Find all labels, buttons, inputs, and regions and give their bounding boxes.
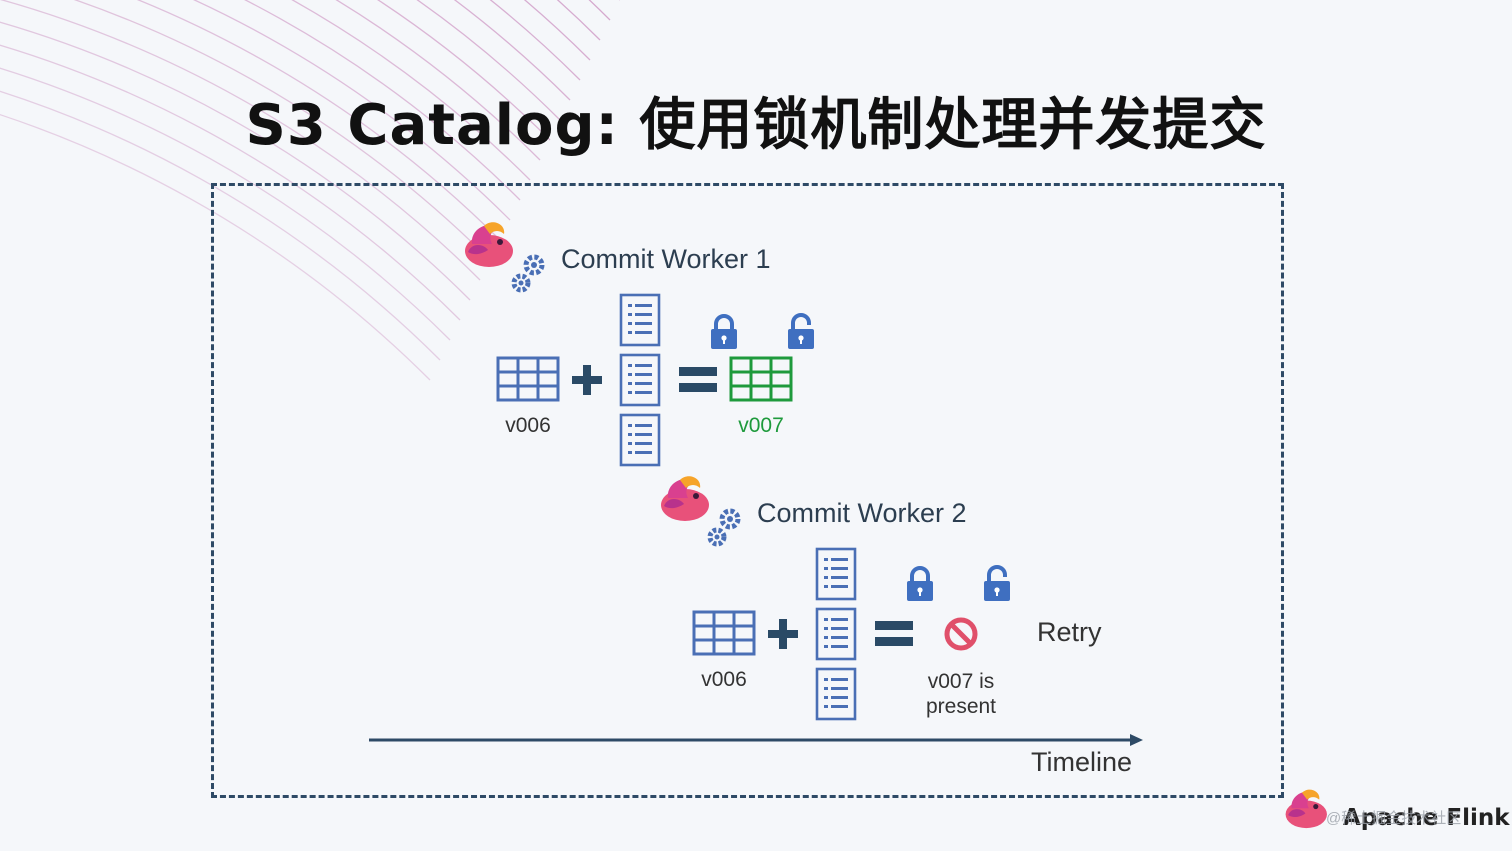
table-icon	[692, 610, 756, 656]
retry-label: Retry	[1037, 617, 1102, 647]
lock-open-icon	[788, 313, 814, 349]
note-line-2: present	[925, 695, 997, 718]
diagram-frame	[211, 183, 1284, 798]
slide-title: S3 Catalog: 使用锁机制处理并发提交	[245, 93, 1267, 158]
lock-open-icon	[984, 565, 1010, 601]
equals-icon	[875, 621, 913, 646]
blocked-icon	[944, 617, 978, 651]
flink-logo-icon	[1285, 789, 1327, 829]
background-arcs	[0, 0, 620, 381]
gears-icon	[511, 254, 545, 293]
manifest-list-icons	[815, 547, 857, 721]
manifest-list-icons	[619, 293, 661, 467]
worker1-label: Commit Worker 1	[561, 244, 771, 274]
gears-icon	[707, 508, 741, 547]
table-icon-new-version	[729, 356, 793, 402]
worker2-base-version: v006	[701, 668, 747, 691]
lock-closed-icon	[711, 314, 737, 349]
timeline-arrow	[369, 734, 1143, 746]
flink-squirrel-icon	[661, 476, 709, 521]
worker1-base-version: v006	[505, 414, 551, 437]
note-line-1: v007 is	[927, 670, 995, 693]
plus-icon	[768, 619, 798, 649]
worker1-result-version: v007	[738, 414, 784, 437]
timeline-label: Timeline	[1031, 747, 1133, 777]
plus-icon	[572, 365, 602, 395]
worker2-result-note: v007 is present	[901, 669, 1021, 719]
equals-icon	[679, 367, 717, 392]
flink-squirrel-icon	[465, 222, 513, 267]
worker2-label: Commit Worker 2	[757, 498, 967, 528]
brand-name: Apache Flink	[1343, 805, 1510, 831]
table-icon	[496, 356, 560, 402]
lock-closed-icon	[907, 566, 933, 601]
watermark: @稀土掘金技术社区	[1326, 810, 1462, 827]
